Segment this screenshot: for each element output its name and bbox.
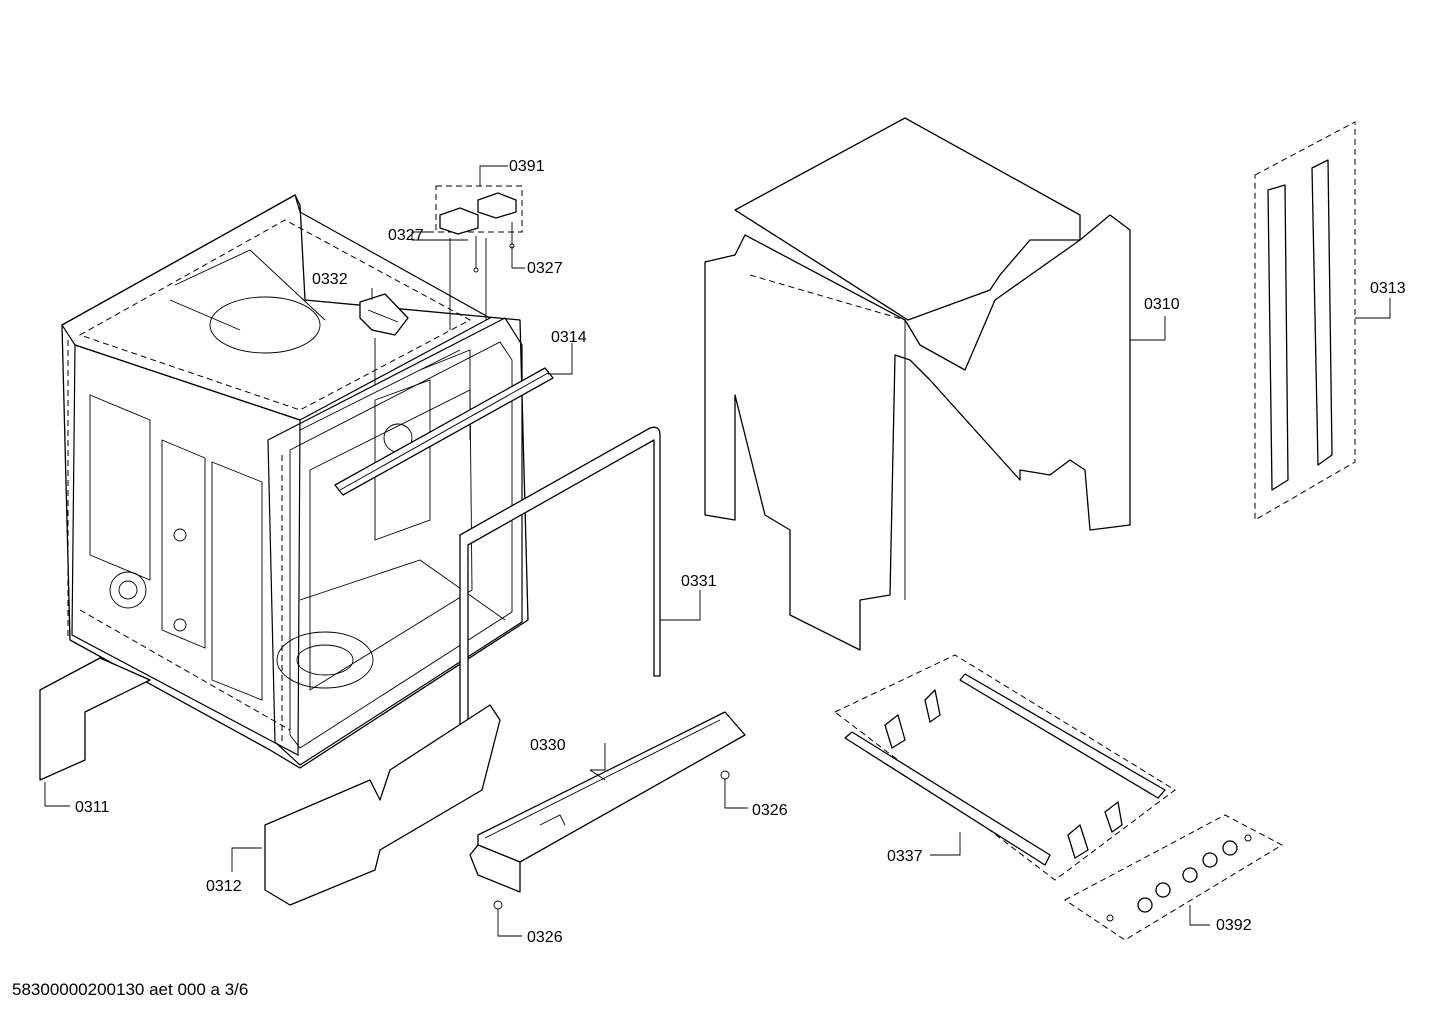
dishwasher-tub <box>61 194 529 769</box>
label-0313: 0313 <box>1370 280 1406 297</box>
label-0392: 0392 <box>1216 917 1252 934</box>
leader-lines <box>44 165 1391 937</box>
label-0332: 0332 <box>312 271 348 288</box>
hinge-part <box>359 293 409 385</box>
label-0391: 0391 <box>509 158 545 175</box>
label-0331: 0331 <box>681 573 717 590</box>
label-0327-lower: 0327 <box>527 260 563 277</box>
front-rail <box>334 367 554 496</box>
label-0326-bottom: 0326 <box>527 929 563 946</box>
label-0311: 0311 <box>75 799 110 816</box>
label-0326-right: 0326 <box>752 802 788 819</box>
base-trough <box>469 711 746 925</box>
insulation-blanket <box>704 117 1131 651</box>
door-gasket <box>459 426 661 791</box>
label-0314: 0314 <box>551 329 587 346</box>
side-trim-strips <box>1254 121 1356 521</box>
insulation-block-left <box>39 657 151 781</box>
document-reference: 58300000200130 aet 000 a 3/6 <box>12 980 249 999</box>
hardware-kit <box>1064 814 1284 941</box>
label-0337: 0337 <box>887 848 923 865</box>
label-0312: 0312 <box>206 878 242 895</box>
label-0310: 0310 <box>1144 296 1180 313</box>
hinge-bracket-group <box>435 185 523 330</box>
base-rail-set <box>834 654 1176 881</box>
part-labels: 0391 0327 0327 0332 0314 0310 0313 0331 … <box>75 158 1406 946</box>
label-0330: 0330 <box>530 737 566 754</box>
insulation-panel-front <box>264 704 501 906</box>
label-0327-upper: 0327 <box>388 227 424 244</box>
